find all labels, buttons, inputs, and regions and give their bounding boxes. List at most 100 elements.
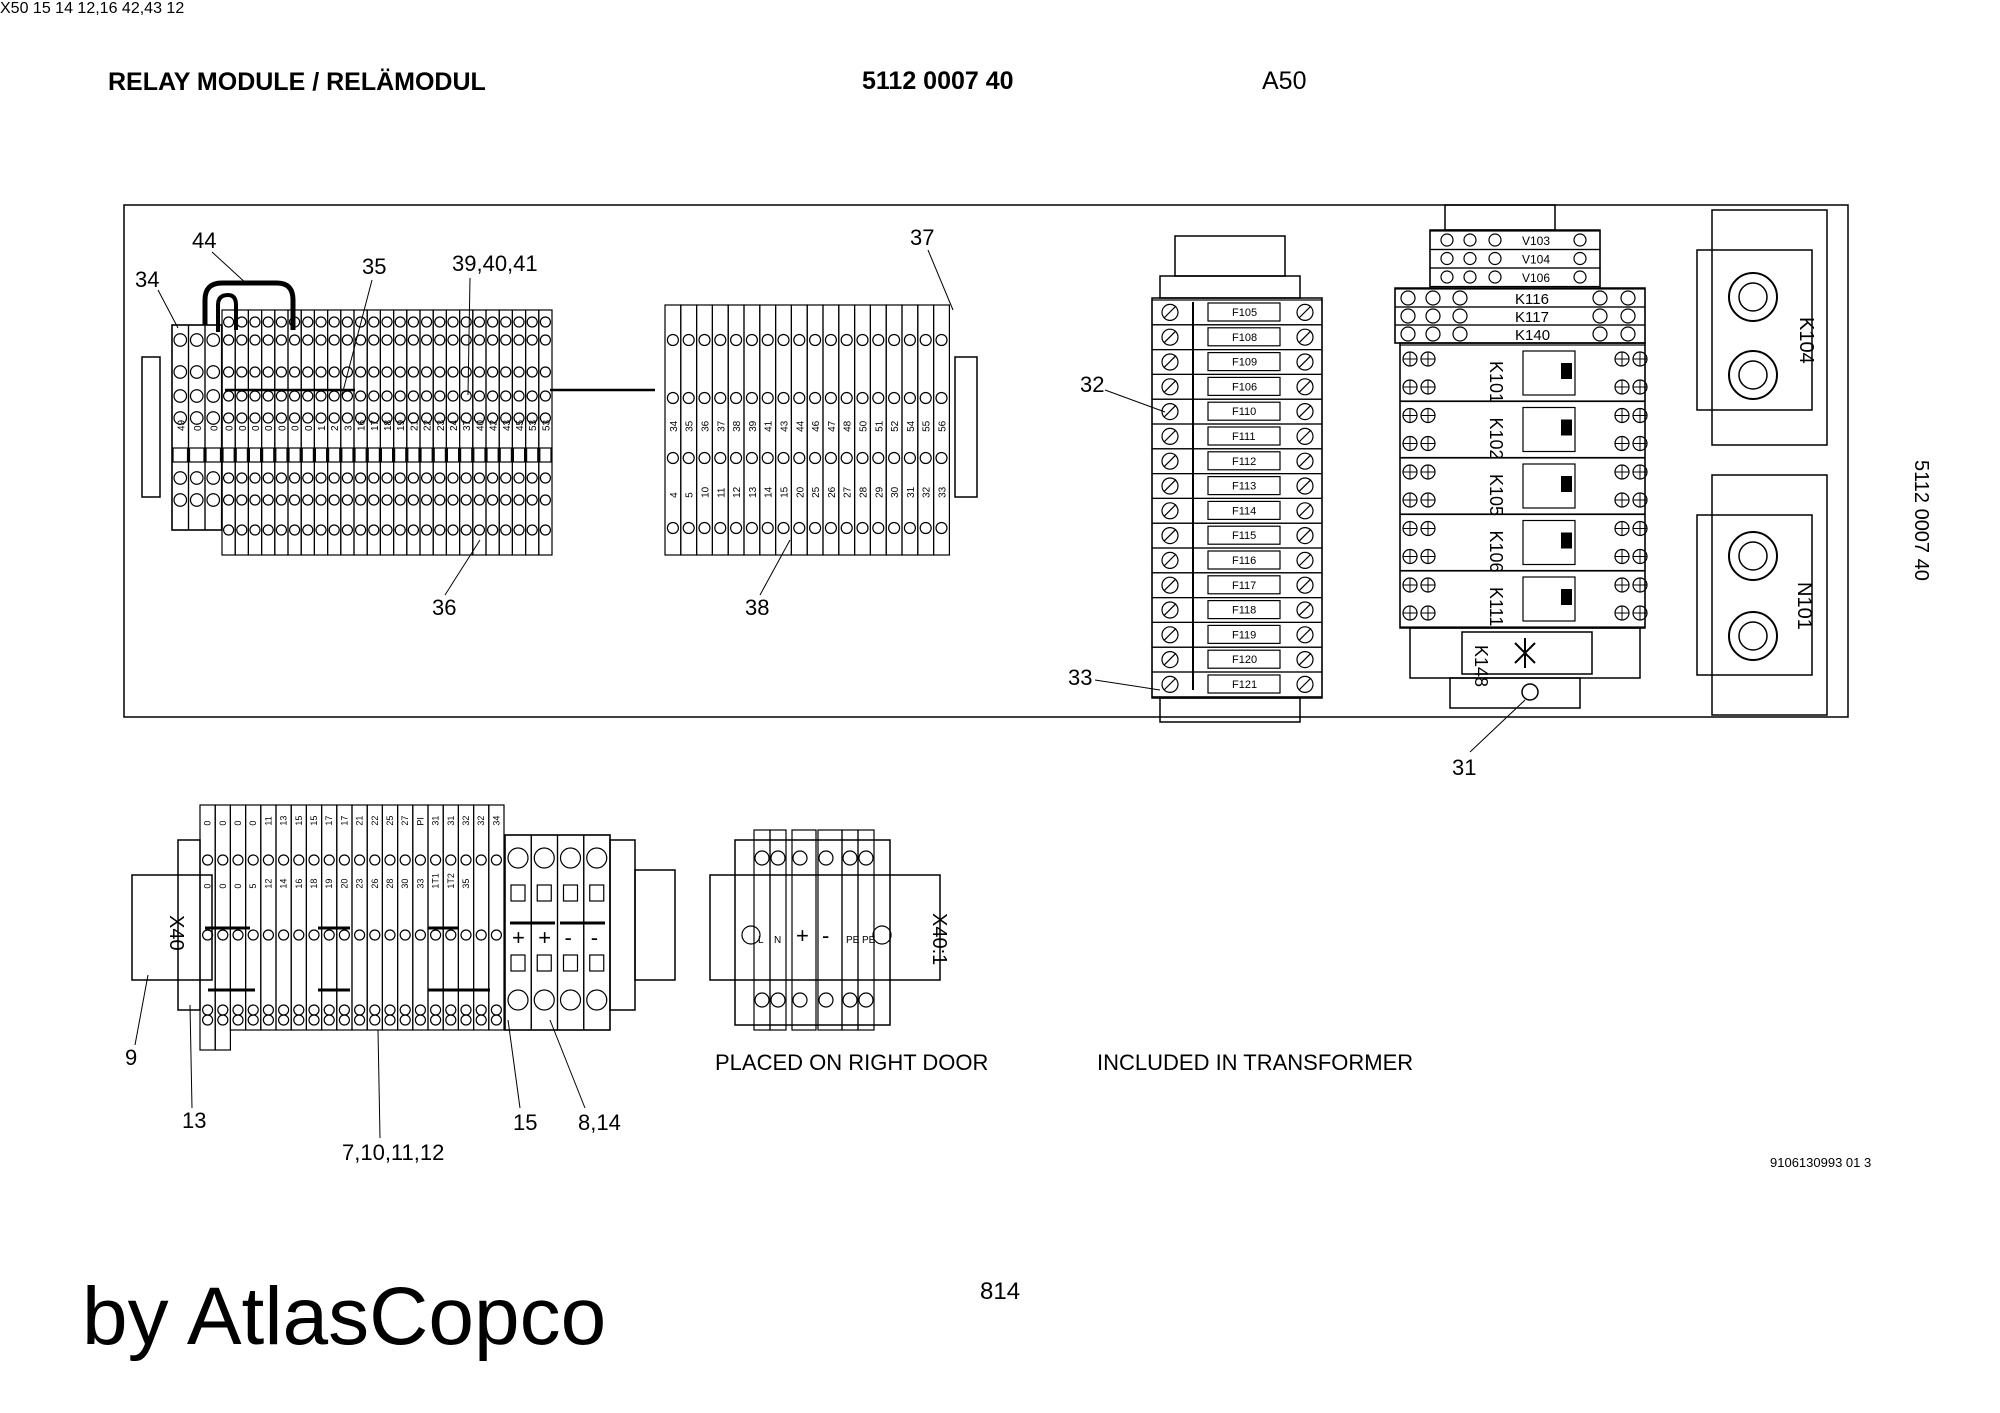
din-rail-right [954,356,978,498]
x40-callouts: 9 13 7,10,11,12 15 8,14 [125,974,621,1165]
terminal-label: 0 [251,425,262,431]
relay: K111 [1399,570,1648,628]
terminal-label: 46 [811,420,822,432]
terminal-label: 17 [370,419,381,431]
relay-label: K105 [1486,474,1506,516]
terminal-label: 36 [701,420,712,432]
callout-8-14: 8,14 [578,1110,621,1135]
terminal-label: 31 [906,486,917,498]
terminal-label: 12 [732,486,743,498]
terminal-label: 30 [890,486,901,498]
x401-terminal: PE [857,829,876,1031]
terminal-label: PE [862,935,876,946]
terminal-label: 20 [339,879,349,889]
terminal-bolt [1728,611,1778,661]
fuse: F114 [1151,497,1323,524]
terminal-label: 43 [780,420,791,432]
document-reference: 9106130993 01 3 [1770,1155,1872,1170]
callout-31: 31 [1452,755,1476,780]
relay-label: K111 [1486,587,1506,626]
terminal-label: 19 [396,419,407,431]
callout-13: 13 [182,1108,206,1133]
diode: V104 [1429,248,1601,269]
fuse-label: F118 [1232,605,1256,617]
x40-terminal: 32 [473,804,490,1031]
terminal-label: 0 [203,821,213,826]
din-rail-left [141,356,161,498]
fuse: F115 [1151,522,1323,549]
terminal-label: 43 [502,419,513,431]
relay: K105 [1399,457,1648,516]
x401-body [734,839,891,1026]
terminal-label: 5 [248,884,258,889]
terminal-label: 28 [859,486,870,498]
terminal-label: 53 [541,419,552,431]
terminal-label: 48 [843,420,854,432]
power-symbol: + [538,925,551,950]
terminal-label: 23 [355,879,365,889]
terminal: 16 [353,309,368,556]
side-module-n101: N101 [1696,474,1828,716]
terminal: 22 [419,309,434,556]
terminal-label: 37 [462,419,473,431]
terminal-label: 33 [415,879,425,889]
terminal-label: 24 [449,419,460,431]
terminal-label: 33 [938,486,949,498]
terminal-label: 15 [309,816,319,826]
fuse: F108 [1151,324,1323,351]
terminal-label: 2 [330,425,341,431]
relay-row-label: K116 [1515,291,1549,308]
callout-12-16: 12,16 [77,0,118,17]
terminal-label: 3 [343,425,354,431]
terminal-label: 38 [732,420,743,432]
terminal-label: PI [415,817,425,826]
callout-44: 44 [192,228,216,253]
diode: V106 [1429,267,1601,288]
terminal-label: 44 [795,420,806,432]
terminal: 53 [538,309,553,556]
callout-7-10-11-12: 7,10,11,12 [342,1140,444,1165]
relay-top-cap [1444,204,1556,231]
terminal-label: 39 [748,420,759,432]
terminal-label: 41 [764,420,775,432]
x40-label: X40 [165,915,187,951]
terminal-label: 1 [317,425,328,431]
terminal-label: 11 [263,816,273,825]
x401-terminal: N [769,829,787,1031]
fuse-label: F106 [1232,381,1257,393]
terminal-label: 31 [446,816,456,826]
diode-label: V104 [1522,253,1550,267]
terminal: 37 [459,309,474,556]
terminal-label: 11 [716,487,727,498]
fuse-block-top-bar [1159,275,1301,299]
terminal: 355 [680,304,698,556]
relay-label: K101 [1486,361,1506,403]
terminal-label: 18 [309,879,319,889]
x401-terminal: + [791,829,817,1031]
fuse: F110 [1151,398,1323,425]
designation: A50 [1262,67,1307,95]
terminal-label: 5 [685,492,696,498]
callout-32: 32 [1080,372,1104,397]
fuse: F111 [1151,423,1323,450]
terminal-label: 45 [515,419,526,431]
callout-34: 34 [135,267,159,292]
terminal-label: 13 [748,486,759,498]
callout-37: 37 [910,225,934,250]
terminal-label: 28 [385,879,395,889]
relay-label: K102 [1486,418,1506,460]
terminal-label: 14 [764,486,775,498]
terminal-label: 34 [669,420,680,432]
side-module-k104: K104 [1696,209,1828,446]
